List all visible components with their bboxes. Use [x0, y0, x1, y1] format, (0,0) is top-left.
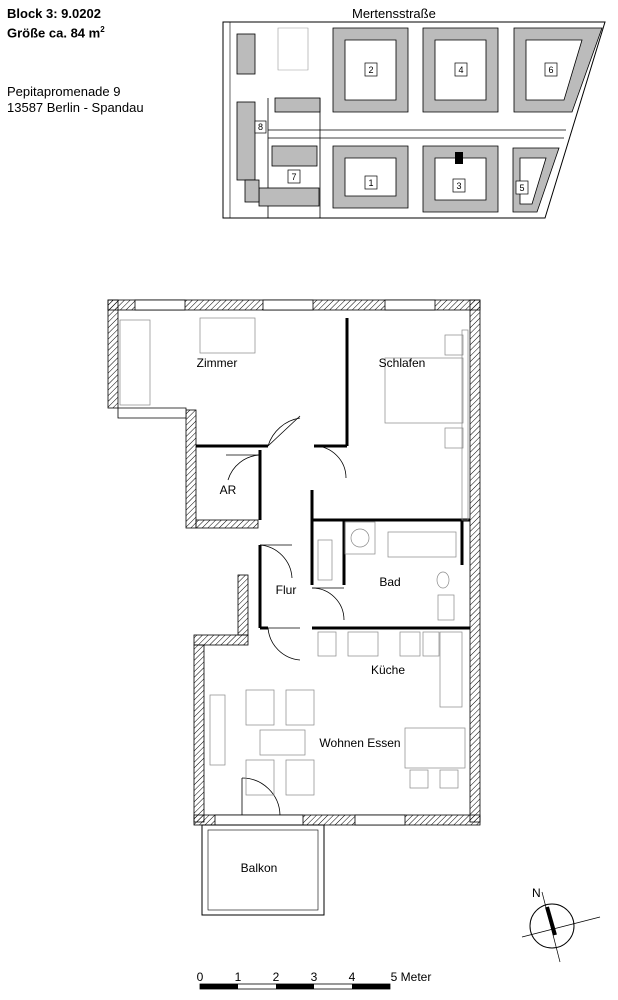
scale-bar: 0 1 2 3 4 5 Meter: [197, 970, 432, 990]
scale-tick-label: 3: [311, 970, 318, 984]
scale-tick-label: 0: [197, 970, 204, 984]
scale-tick-label: 5 Meter: [391, 970, 432, 984]
room-label-bad: Bad: [379, 575, 400, 589]
building-label: 4: [458, 65, 463, 75]
building-label: 2: [368, 65, 373, 75]
site-plan: Mertensstraße 2 4 6 8 7 1 3: [222, 6, 606, 219]
address-city: 13587 Berlin - Spandau: [7, 100, 144, 115]
building-label: 3: [456, 181, 461, 191]
address-street: Pepitapromenade 9: [7, 84, 121, 99]
room-label-wohnen-essen: Wohnen Essen: [319, 736, 400, 750]
street-name-label: Mertensstraße: [352, 6, 436, 21]
apartment-size-label: Größe ca. 84 m2: [7, 25, 105, 41]
compass-north-label: N: [532, 886, 541, 900]
building-label: 6: [548, 65, 553, 75]
room-label-ar: AR: [220, 483, 237, 497]
room-label-kueche: Küche: [371, 663, 405, 677]
north-arrow-compass: N: [521, 886, 601, 963]
building-label: 5: [519, 183, 524, 193]
building-label: 8: [258, 122, 263, 132]
room-label-balkon: Balkon: [241, 861, 278, 875]
building-label: 1: [368, 178, 373, 188]
scale-tick-label: 2: [273, 970, 280, 984]
building-label: 7: [291, 172, 296, 182]
room-label-zimmer: Zimmer: [197, 356, 238, 370]
apartment-block-label: Block 3: 9.0202: [7, 6, 101, 21]
room-label-flur: Flur: [276, 583, 297, 597]
scale-tick-label: 4: [349, 970, 356, 984]
room-label-schlafen: Schlafen: [379, 356, 426, 370]
scale-tick-label: 1: [235, 970, 242, 984]
